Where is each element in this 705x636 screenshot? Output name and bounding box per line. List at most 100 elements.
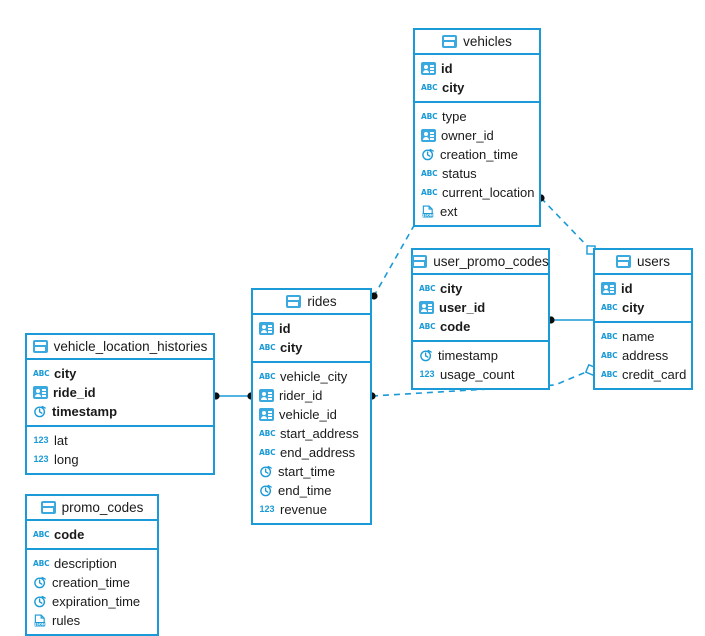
abc-icon: ABC (601, 370, 618, 379)
column-row: id (415, 59, 539, 78)
column-name: ext (440, 204, 458, 219)
uuid-icon (259, 408, 274, 421)
column-row: ABC status (415, 164, 539, 183)
column-name: timestamp (438, 348, 498, 363)
column-name: ride_id (53, 385, 96, 400)
column-name: id (621, 281, 633, 296)
clock-icon (33, 405, 47, 418)
column-name: owner_id (441, 128, 494, 143)
uuid-icon (33, 386, 48, 399)
column-name: address (622, 348, 669, 363)
column-name: vehicle_id (279, 407, 337, 422)
primary-key-section: ABC city ride_id timestamp (27, 360, 213, 427)
table-icon (40, 501, 56, 514)
column-name: creation_time (52, 575, 131, 590)
column-name: name (622, 329, 655, 344)
column-row: JSON ext (415, 202, 539, 221)
column-name: description (54, 556, 117, 571)
abc-icon: ABC (421, 112, 438, 121)
table-name: vehicle_location_histories (53, 338, 208, 354)
table-icon (286, 295, 302, 308)
abc-icon: ABC (419, 284, 436, 293)
abc-icon: ABC (33, 559, 50, 568)
column-row: creation_time (27, 573, 157, 592)
column-row: ABC name (595, 327, 691, 346)
column-name: city (622, 300, 645, 315)
column-row: creation_time (415, 145, 539, 164)
abc-icon: ABC (33, 369, 50, 378)
column-name: lat (54, 433, 68, 448)
clock-icon (259, 465, 273, 478)
column-row: timestamp (27, 402, 213, 421)
column-row: ABC description (27, 554, 157, 573)
table-header[interactable]: vehicles (415, 30, 539, 55)
uuid-icon (421, 62, 436, 75)
column-row: ride_id (27, 383, 213, 402)
abc-icon: ABC (601, 332, 618, 341)
column-name: city (280, 340, 303, 355)
uuid-icon (601, 282, 616, 295)
column-row: id (595, 279, 691, 298)
table-header[interactable]: vehicle_location_histories (27, 335, 213, 360)
uuid-icon (421, 129, 436, 142)
relationship-rel-vlh-rides (212, 392, 255, 400)
column-row: owner_id (415, 126, 539, 145)
table-header[interactable]: users (595, 250, 691, 275)
column-name: end_address (280, 445, 356, 460)
column-row: ABC end_address (253, 443, 370, 462)
column-row: timestamp (413, 346, 548, 365)
column-name: status (442, 166, 477, 181)
column-row: rider_id (253, 386, 370, 405)
column-name: city (54, 366, 77, 381)
abc-icon: ABC (421, 169, 438, 178)
table-header[interactable]: promo_codes (27, 496, 157, 521)
json-icon: JSON (421, 205, 435, 218)
column-row: vehicle_id (253, 405, 370, 424)
column-name: city (440, 281, 463, 296)
column-name: start_address (280, 426, 359, 441)
svg-text:JSON: JSON (34, 622, 45, 626)
column-name: timestamp (52, 404, 118, 419)
table-name: rides (307, 293, 337, 309)
column-name: type (442, 109, 467, 124)
relationship-rel-upc-users (547, 316, 593, 324)
abc-icon: ABC (421, 188, 438, 197)
column-row: ABC city (27, 364, 213, 383)
uuid-icon (419, 301, 434, 314)
column-name: vehicle_city (280, 369, 348, 384)
column-name: start_time (278, 464, 336, 479)
column-name: expiration_time (52, 594, 141, 609)
clock-icon (33, 595, 47, 608)
column-name: usage_count (440, 367, 515, 382)
num-icon: 123 (33, 454, 49, 464)
clock-icon (33, 576, 47, 589)
json-icon: JSON (33, 614, 47, 627)
table-header[interactable]: rides (253, 290, 370, 315)
column-row: expiration_time (27, 592, 157, 611)
table-header[interactable]: user_promo_codes (412, 250, 549, 275)
abc-icon: ABC (259, 448, 276, 457)
table-icon (615, 255, 631, 268)
table-icon (412, 255, 428, 268)
